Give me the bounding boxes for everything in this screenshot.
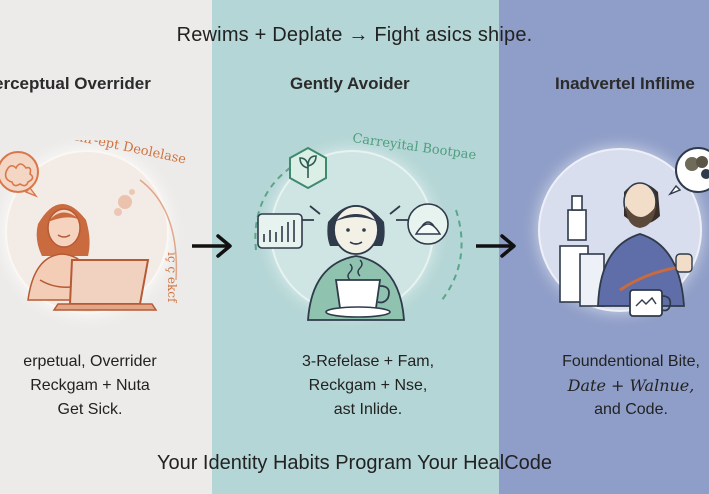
person-right xyxy=(597,182,693,307)
description-line: Get Sick. xyxy=(57,401,123,418)
description-line: 3-Refelase + Fam, xyxy=(301,353,435,370)
description-line: Reckgam + Nuta xyxy=(30,377,150,394)
broccoli-icon xyxy=(667,147,709,196)
column-heading-left: erceptual Overrider xyxy=(0,74,151,93)
illustration-middle: Carreyital Bootpae xyxy=(254,131,477,321)
description-line: erpetual, Overrider xyxy=(23,353,157,370)
plant-icon xyxy=(289,146,327,190)
footer-caption: Your Identity Habits Program Your HealCo… xyxy=(156,452,553,474)
description-line: Reckgam + Nse, xyxy=(308,377,428,394)
description-line: Date + Walnue, xyxy=(567,376,695,395)
description-line: Foundentional Bite, xyxy=(562,353,700,370)
coffee-icon xyxy=(325,259,391,318)
illustration-right xyxy=(559,147,709,317)
page-title: Rewims + Deplate → Fight asics shipe. xyxy=(176,24,533,46)
bag-icon xyxy=(407,203,449,245)
column-heading-middle: Gently Avoider xyxy=(290,74,410,93)
laptop-icon xyxy=(52,259,158,311)
coffee-icon xyxy=(629,289,672,317)
description-right: Foundentional Bite, Date + Walnue, and C… xyxy=(536,350,709,422)
arrow-right-icon xyxy=(476,234,516,258)
arc-text-left: Inr-ept Deolelase xyxy=(73,140,187,168)
description-line: and Code. xyxy=(594,401,668,418)
arc-text-middle: Carreyital Bootpae xyxy=(351,131,477,163)
arrow-right-icon xyxy=(192,234,232,258)
chart-icon xyxy=(257,213,303,249)
brain-icon xyxy=(0,151,39,198)
column-heading-right: Inadvertel Inflime xyxy=(555,74,695,93)
arc-text-left-side: ıç ç ekcf xyxy=(165,252,179,304)
illustration-left: Inr-ept Deolelase ıç ç ekcf xyxy=(0,140,188,311)
description-left: erpetual, Overrider Reckgam + Nuta Get S… xyxy=(0,350,190,422)
description-middle: 3-Refelase + Fam, Reckgam + Nse, ast Inl… xyxy=(268,350,468,422)
description-line: ast Inlide. xyxy=(333,401,403,418)
